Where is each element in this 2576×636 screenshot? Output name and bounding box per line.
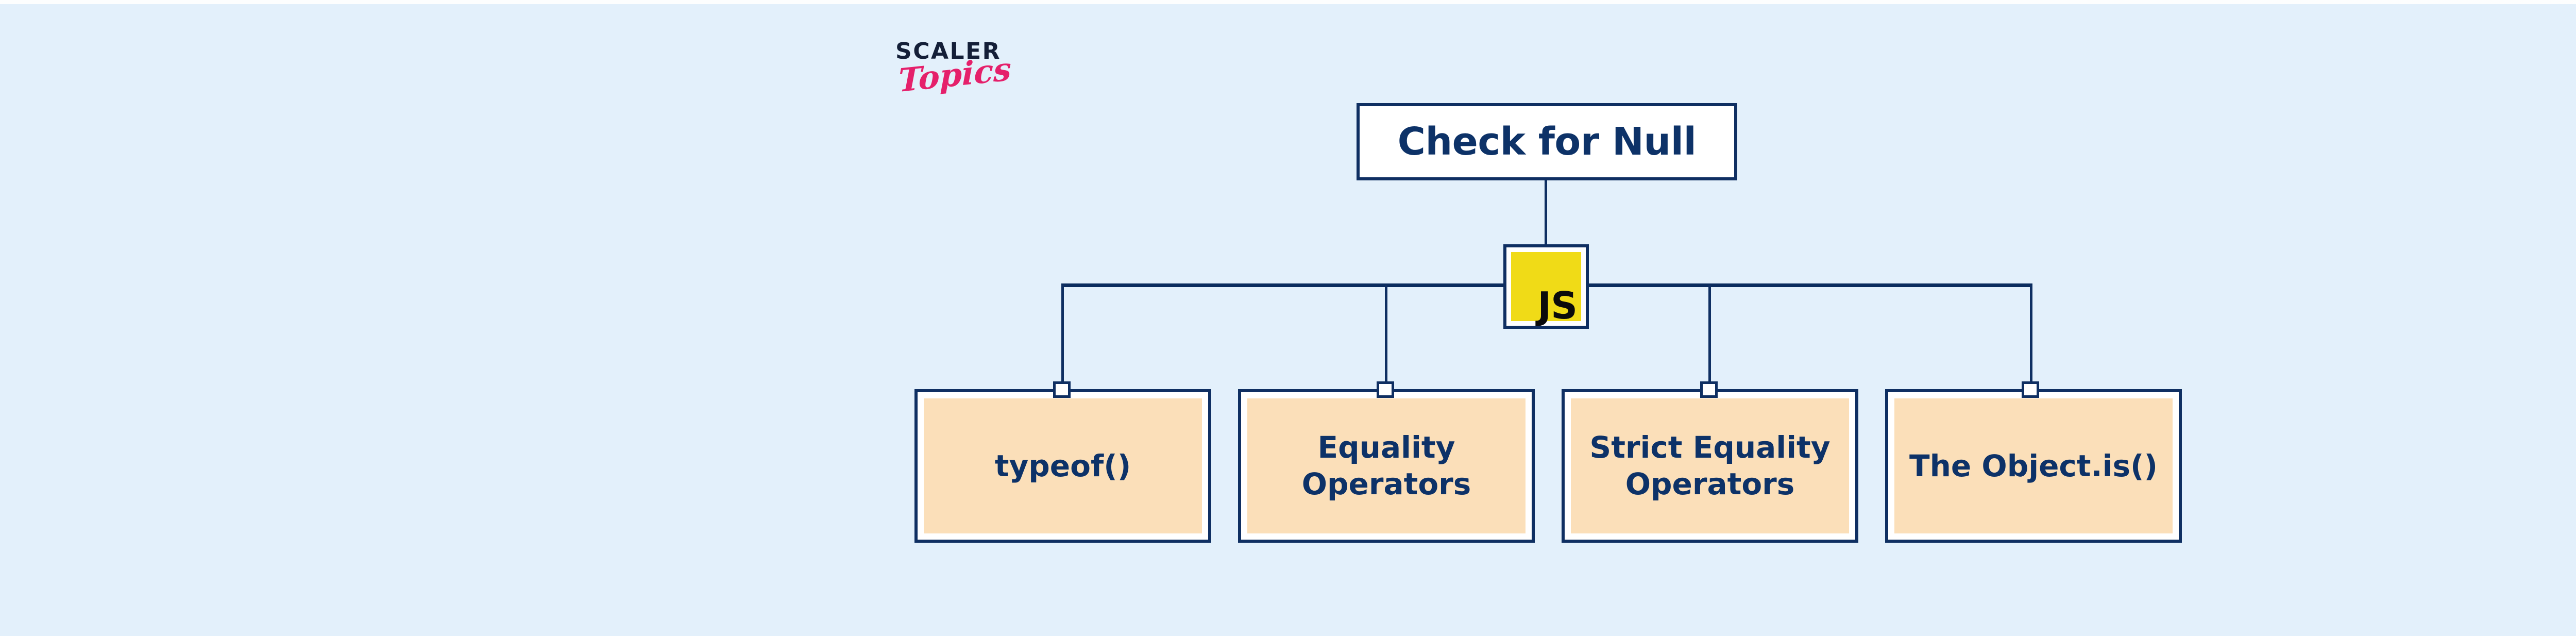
connector-drop-4 [2030, 285, 2032, 391]
connector-drop-3 [1708, 285, 1711, 391]
leaf-label-1: typeof() [994, 448, 1131, 483]
leaf-inner-2: Equality Operators [1247, 398, 1526, 533]
scaler-topics-logo: SCALER Topics [895, 40, 1050, 143]
javascript-icon: JS [1511, 252, 1581, 327]
connector-stub-2 [1377, 381, 1394, 398]
leaf-inner-1: typeof() [924, 398, 1202, 533]
connector-drop-2 [1385, 285, 1387, 391]
leaf-inner-3: Strict Equality Operators [1571, 398, 1849, 533]
leaf-label-3: Strict Equality Operators [1589, 430, 1831, 501]
leaf-node-equality-operators[interactable]: Equality Operators [1238, 389, 1535, 543]
connector-stub-4 [2022, 381, 2039, 398]
js-hub-node: JS [1503, 244, 1589, 329]
leaf-node-strict-equality-operators[interactable]: Strict Equality Operators [1562, 389, 1858, 543]
connector-drop-1 [1061, 285, 1064, 391]
title-node: Check for Null [1357, 103, 1737, 180]
connector-stub-1 [1053, 381, 1071, 398]
js-logo-label: JS [1537, 284, 1578, 327]
leaf-label-4: The Object.is() [1909, 448, 2158, 483]
connector-title-to-hub [1545, 179, 1547, 245]
leaf-inner-4: The Object.is() [1894, 398, 2173, 533]
connector-stub-3 [1700, 381, 1718, 398]
top-white-strip [0, 0, 2576, 4]
leaf-node-object-is[interactable]: The Object.is() [1885, 389, 2182, 543]
leaf-label-2: Equality Operators [1301, 430, 1471, 501]
leaf-node-typeof[interactable]: typeof() [914, 389, 1211, 543]
logo-scaler-wordmark: SCALER [895, 38, 1002, 64]
page-title: Check for Null [1397, 120, 1697, 164]
